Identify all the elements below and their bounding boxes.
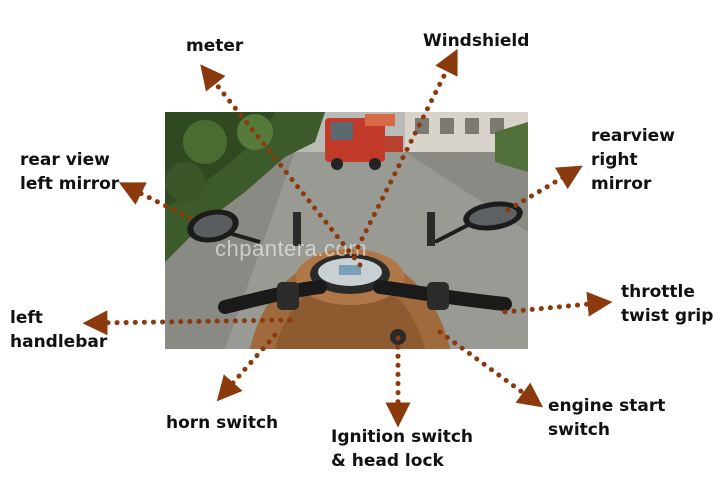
arrow-rear-left-mirror — [118, 182, 193, 221]
arrow-windshield — [355, 48, 458, 250]
arrow-throttle — [502, 291, 613, 317]
arrow-rear-right-mirror — [505, 165, 583, 213]
arrow-horn-switch — [216, 332, 278, 402]
label-meter: meter — [186, 36, 244, 56]
label-engine-start-switch: engine start switch — [548, 396, 666, 440]
label-horn-switch: horn switch — [166, 413, 279, 433]
label-throttle-twist-grip: throttle twist grip — [621, 282, 714, 326]
arrow-engine-start — [437, 329, 544, 408]
label-ignition-switch: Ignition switch & head lock — [331, 427, 474, 471]
label-rear-view-left-mirror: rear view left mirror — [20, 150, 120, 194]
label-left-handlebar: left handlebar — [10, 308, 108, 352]
arrow-meter — [200, 64, 363, 268]
watermark-text: chpantera.com — [215, 236, 368, 261]
arrow-left-handlebar — [82, 310, 293, 336]
label-rearview-right-mirror: rearview right mirror — [591, 126, 675, 194]
label-windshield: Windshield — [423, 31, 530, 51]
